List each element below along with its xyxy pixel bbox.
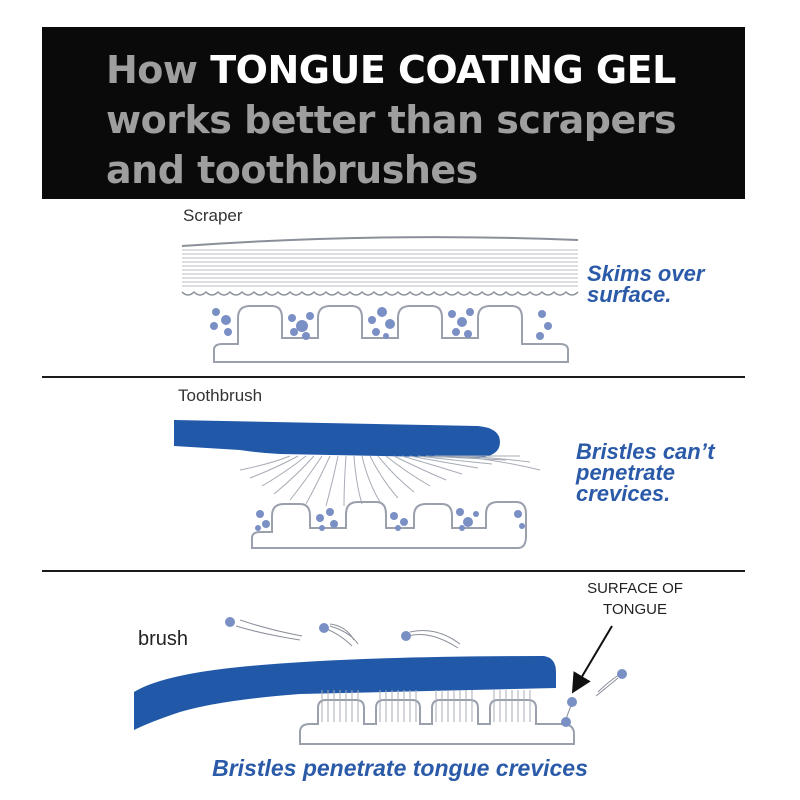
scraper-caption-line-1: Skims over: [587, 261, 705, 286]
toothbrush-caption-line-3: crevices.: [576, 481, 671, 506]
toothbrush-debris: [255, 508, 525, 531]
header-line-2: works better than scrapers: [106, 98, 677, 142]
toothbrush-illustration: [174, 420, 541, 549]
scraper-label: Scraper: [183, 206, 243, 225]
gel-bristles: [321, 690, 531, 722]
scraper-illustration: [181, 236, 579, 363]
header-banner: How TONGUE COATING GEL works better than…: [42, 27, 745, 199]
scraper-caption: Skims over surface.: [587, 261, 705, 307]
scraper-blade: [181, 236, 579, 287]
toothbrush-caption-line-2: penetrate: [576, 460, 676, 485]
panel-divider-1: [42, 376, 745, 378]
header-prefix: How: [106, 48, 198, 92]
scraper-wavy-edge: [181, 290, 579, 296]
scraper-tongue-surface: [213, 305, 569, 363]
toothbrush-bristles: [239, 455, 541, 507]
gel-flying-particles: [225, 617, 627, 727]
header-line-3: and toothbrushes: [106, 148, 478, 192]
header-highlight: TONGUE COATING GEL: [210, 48, 676, 92]
scraper-debris: [210, 307, 552, 340]
panel-divider-2: [42, 570, 745, 572]
surface-pointer-arrow: [571, 625, 613, 694]
surface-label-line-2: TONGUE: [603, 601, 667, 618]
toothbrush-caption: Bristles can’t penetrate crevices.: [576, 439, 715, 506]
brush-label: brush: [138, 628, 189, 650]
gel-illustration: [134, 617, 627, 745]
gel-caption: Bristles penetrate tongue crevices: [212, 755, 588, 781]
surface-of-tongue-label: SURFACE OF TONGUE: [560, 578, 710, 620]
gel-tongue-surface: [299, 699, 575, 745]
toothbrush-handle: [174, 420, 500, 458]
header-title: How TONGUE COATING GEL works better than…: [106, 45, 677, 195]
scraper-caption-line-2: surface.: [587, 282, 672, 307]
toothbrush-caption-line-1: Bristles can’t: [576, 439, 715, 464]
gel-brush-handle: [134, 656, 556, 730]
surface-label-line-1: SURFACE OF: [587, 580, 683, 597]
toothbrush-label: Toothbrush: [178, 386, 263, 405]
toothbrush-tongue-surface: [251, 501, 527, 549]
